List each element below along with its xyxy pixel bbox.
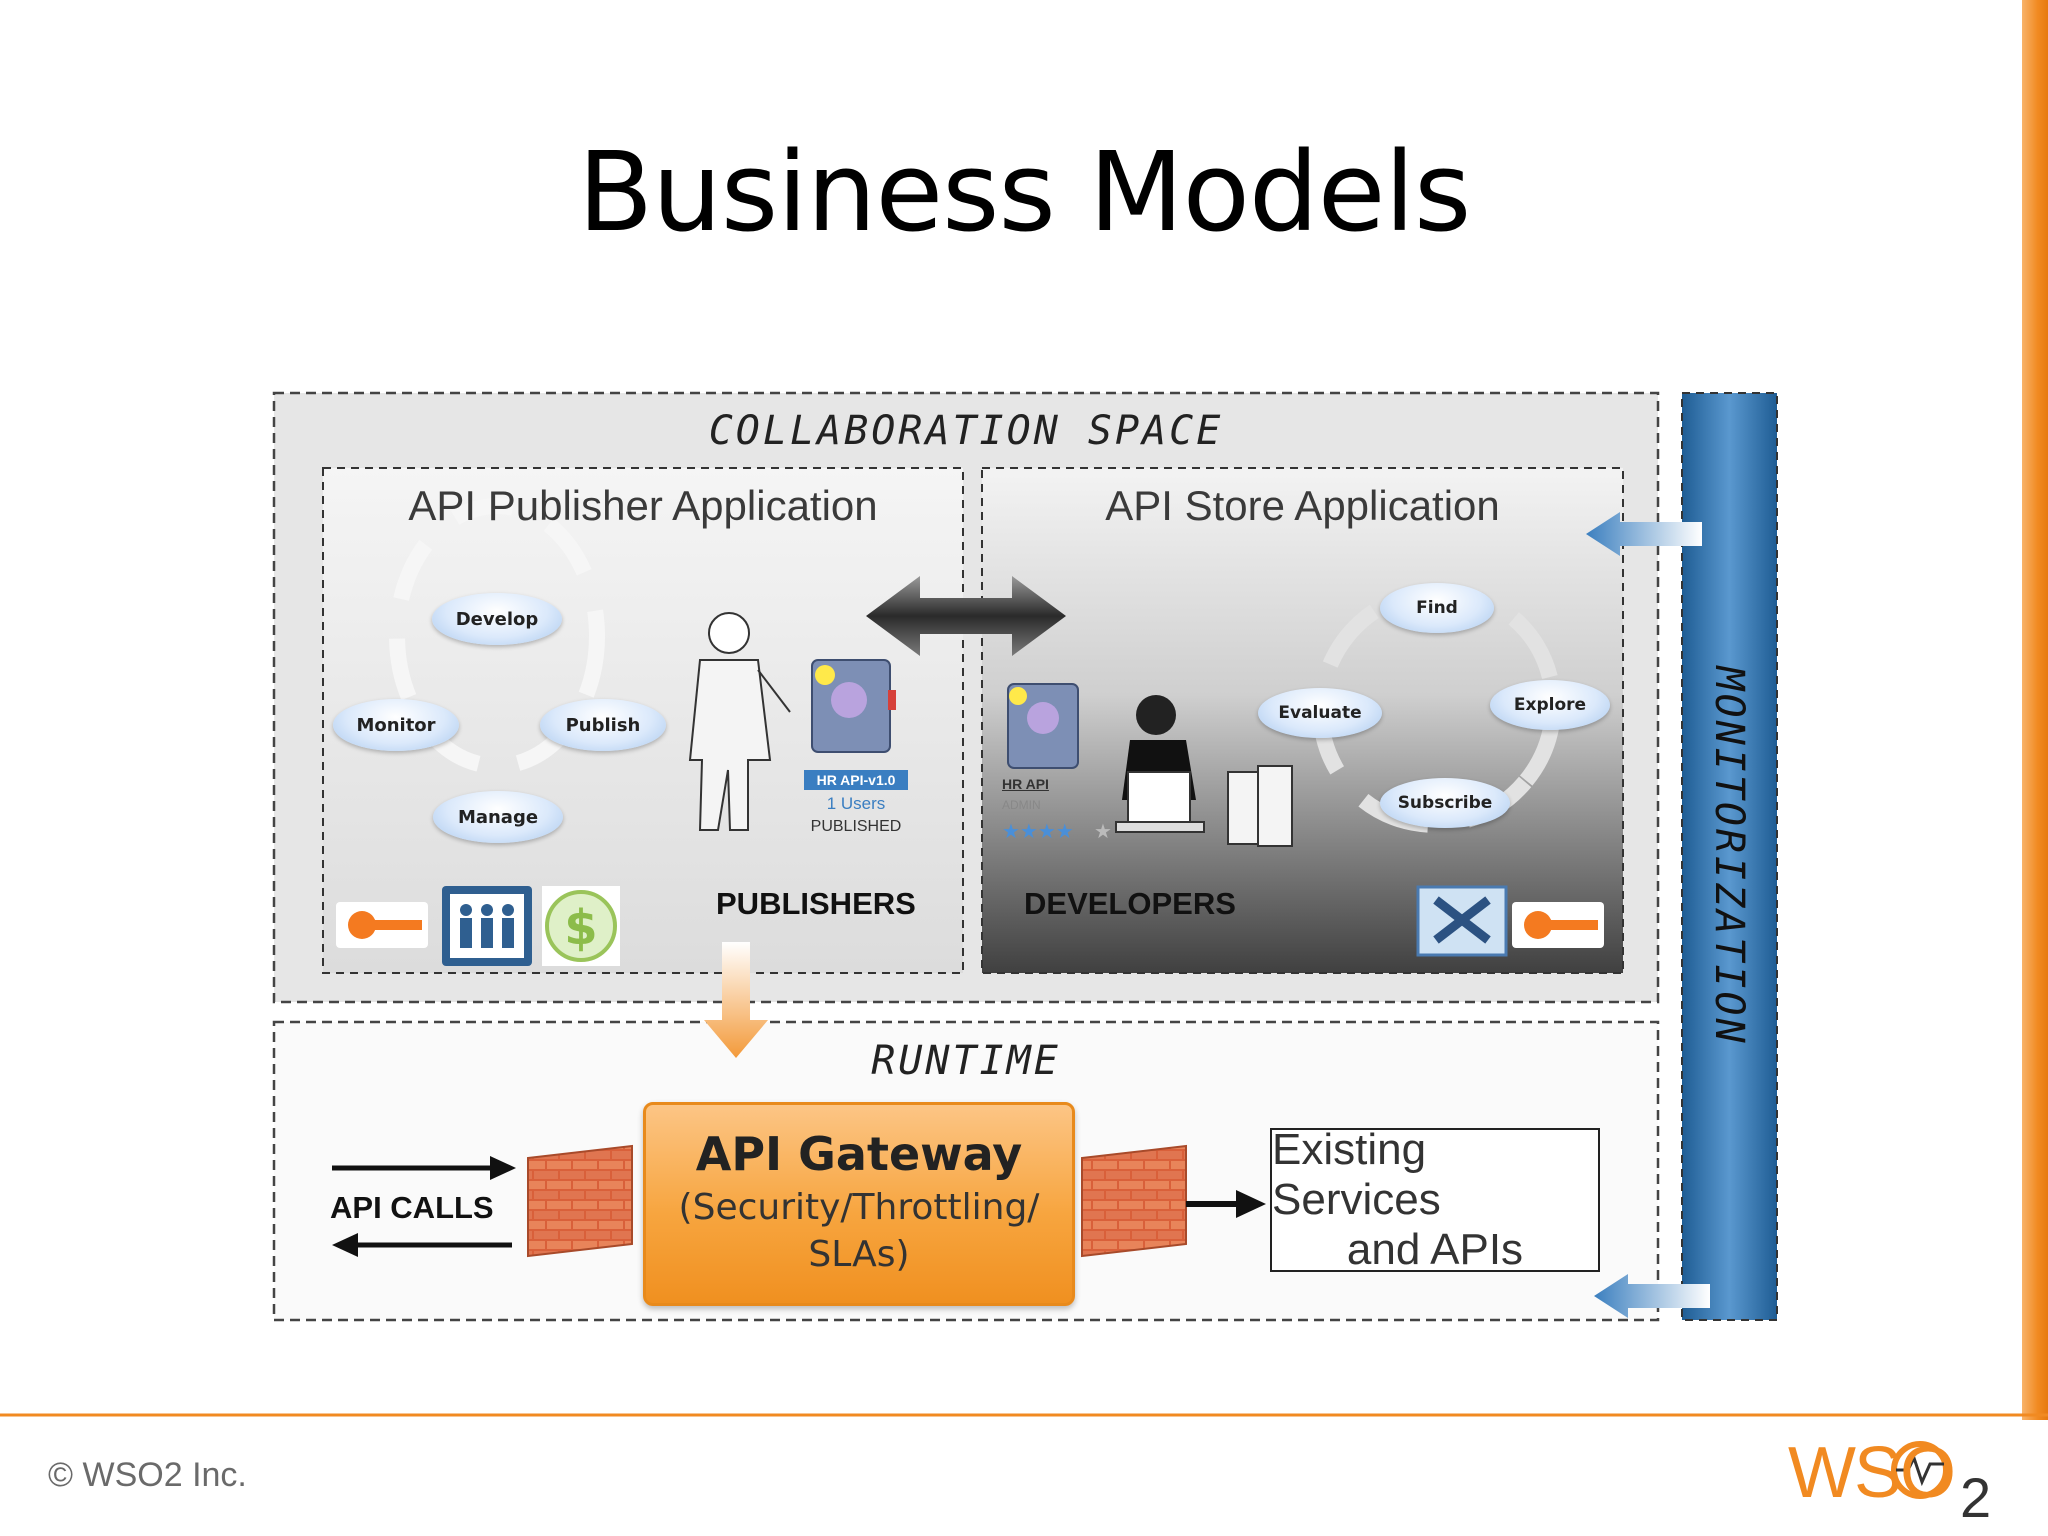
collaboration-space-label: COLLABORATION SPACE [708,408,1224,454]
publish-to-gateway-arrow-icon [704,942,768,1058]
existing-services-line2: and APIs [1346,1225,1524,1274]
copyright-text: © WSO2 Inc. [48,1456,247,1494]
publisher-person-icon [688,612,791,831]
monitorization-label: MONITORIZATION [1706,666,1752,1046]
api-gateway-line2: SLAs) [808,1234,910,1275]
api-version-tag: HR API-v1.0 [804,770,908,790]
orange-edge-bar [2022,0,2048,1420]
api-status: PUBLISHED [810,818,902,835]
store-api-name: HR API [1002,776,1049,792]
cycle-node-manage: Manage [433,791,563,843]
cycle-node-subscribe: Subscribe [1380,778,1510,828]
key-icon-store [1512,902,1604,948]
svg-text:★★★★: ★★★★ [1002,819,1074,843]
firewall-right-icon [1081,1144,1187,1258]
existing-services-box: Existing Services and APIs [1270,1125,1600,1274]
api-book-icon-publisher [811,659,896,753]
cycle-node-publish: Publish [540,699,666,751]
monitor-to-runtime-arrow-icon [1594,1274,1710,1318]
monitorization-bar [1681,392,1778,1321]
api-gateway-line1: (Security/Throttling/ [678,1187,1040,1228]
dollar-icon: $ [542,886,620,966]
monitor-to-store-arrow-icon [1586,512,1702,556]
publisher-app-title: API Publisher Application [408,482,878,529]
publishers-label: PUBLISHERS [716,886,916,921]
store-cycle-arrows-icon [1312,583,1562,833]
wso2-logo-text: WSO [1788,1433,1956,1513]
api-calls-label: API CALLS [330,1190,494,1225]
api-book-icon-store [1007,683,1079,769]
rating-stars-icon: ★★★★ ★ [1002,819,1112,843]
cycle-node-explore: Explore [1490,680,1610,730]
api-gateway-title: API Gateway [695,1127,1023,1181]
users-icon [442,886,532,966]
wso2-logo-icon [1891,1441,1949,1499]
wso2-logo-subscript: 2 [1959,1466,1991,1529]
developers-label: DEVELOPERS [1024,886,1236,921]
svg-text:$: $ [564,900,597,956]
cycle-node-find: Find [1380,583,1494,633]
api-calls-arrows-icon [332,1156,516,1257]
cycle-node-develop: Develop [432,593,562,645]
runtime-label: RUNTIME [871,1038,1061,1084]
bidirectional-arrow-icon [866,576,1066,656]
cycle-node-monitor: Monitor [333,699,459,751]
svg-text:★: ★ [1094,819,1112,843]
api-users-count: 1 Users [826,794,886,813]
cycle-node-evaluate: Evaluate [1258,688,1382,738]
store-app-title: API Store Application [1105,482,1500,529]
publisher-cycle-arrows-icon [389,498,605,774]
firewall-left-icon [527,1144,633,1258]
existing-services-line1: Existing Services [1272,1125,1441,1224]
slide-title: Business Models [577,128,1472,256]
published-api-card: HR API-v1.0 1 Users PUBLISHED [790,656,922,842]
developer-person-icon [1115,695,1293,847]
gateway-to-services-arrow-icon [1186,1190,1266,1218]
tools-icon [1416,885,1508,957]
api-gateway-box: API Gateway (Security/Throttling/ SLAs) [643,1102,1075,1306]
key-icon-publisher [336,902,428,948]
store-api-role: ADMIN [1002,798,1041,812]
